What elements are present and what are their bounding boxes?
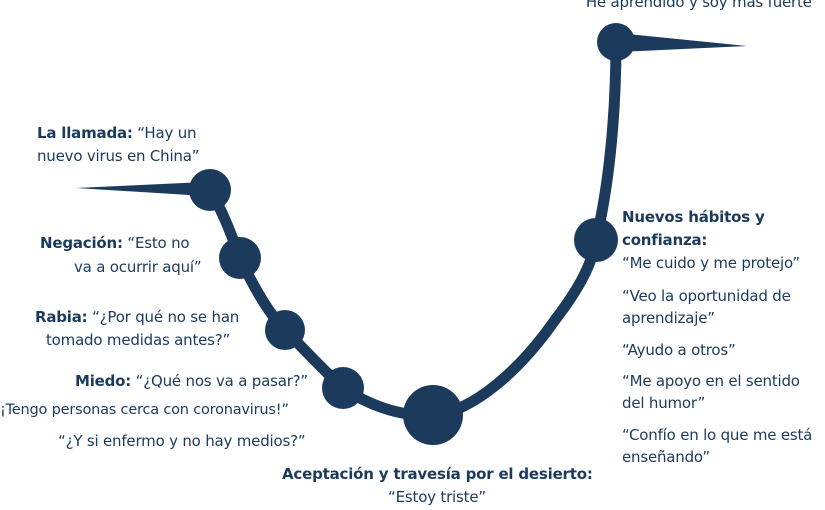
label-nuevos-title-1: Nuevos hábitos y [622, 206, 765, 228]
label-rabia-line1: “¿Por qué no se han [92, 308, 240, 326]
label-miedo-title: Miedo: [75, 372, 132, 390]
label-negacion-line1: “Esto no [127, 234, 190, 252]
label-llamada-line1: “Hay un [137, 124, 197, 142]
label-miedo-line1: “¿Qué nos va a pasar?” [135, 372, 309, 390]
label-rabia: Rabia: “¿Por qué no se han [35, 306, 239, 328]
label-nuevos-q3: “Ayudo a otros” [622, 341, 736, 359]
label-rabia-title: Rabia: [35, 308, 88, 326]
journey-curve [204, 36, 622, 422]
label-nuevos-q5-line2: enseñando” [622, 448, 710, 466]
right-pointer [618, 33, 747, 52]
label-nuevos-title-2-text: confianza: [622, 231, 708, 249]
left-pointer [76, 182, 205, 196]
label-nuevos-q2-line1: “Veo la oportunidad de [622, 287, 791, 305]
label-negacion-line2: va a ocurrir aquí” [74, 258, 202, 276]
node-fuerte [597, 23, 635, 61]
label-nuevos-title-2: confianza: [622, 229, 707, 251]
label-llamada-title: La llamada: [37, 124, 133, 142]
label-rabia-line2: tomado medidas antes?” [46, 331, 231, 349]
label-miedo-line3: “¿Y si enfermo y no hay medios?” [58, 432, 306, 450]
label-nuevos-q5-line1: “Confío en lo que me está [622, 426, 813, 444]
label-aceptacion-quote: “Estoy triste” [388, 488, 486, 506]
node-llamada [189, 169, 231, 211]
node-aceptacion [403, 385, 463, 445]
label-aceptacion-title: Aceptación y travesía por el desierto: [282, 465, 593, 483]
label-nuevos-q4-line1: “Me apoyo en el sentido [622, 372, 800, 390]
node-miedo [322, 367, 364, 409]
node-nuevos-habitos [574, 218, 618, 262]
label-llamada: La llamada: “Hay un [37, 122, 197, 144]
node-rabia [265, 310, 305, 350]
label-nuevos-q2-line2: aprendizaje” [622, 309, 715, 327]
label-negacion-title: Negación: [40, 234, 123, 252]
top-quote: “He aprendido y soy más fuerte” [578, 0, 820, 11]
label-miedo: Miedo: “¿Qué nos va a pasar?” [75, 370, 308, 392]
label-nuevos-title-1-text: Nuevos hábitos y [622, 208, 765, 226]
label-aceptacion: Aceptación y travesía por el desierto: [282, 463, 593, 485]
node-negacion [219, 237, 261, 279]
label-nuevos-q4-line2: del humor” [622, 394, 706, 412]
label-nuevos-q1: “Me cuido y me protejo” [622, 254, 800, 272]
label-miedo-line2: ¡Tengo personas cerca con coronavirus!” [0, 402, 289, 418]
label-llamada-line2: nuevo virus en China” [37, 147, 200, 165]
label-negacion: Negación: “Esto no [40, 232, 190, 254]
